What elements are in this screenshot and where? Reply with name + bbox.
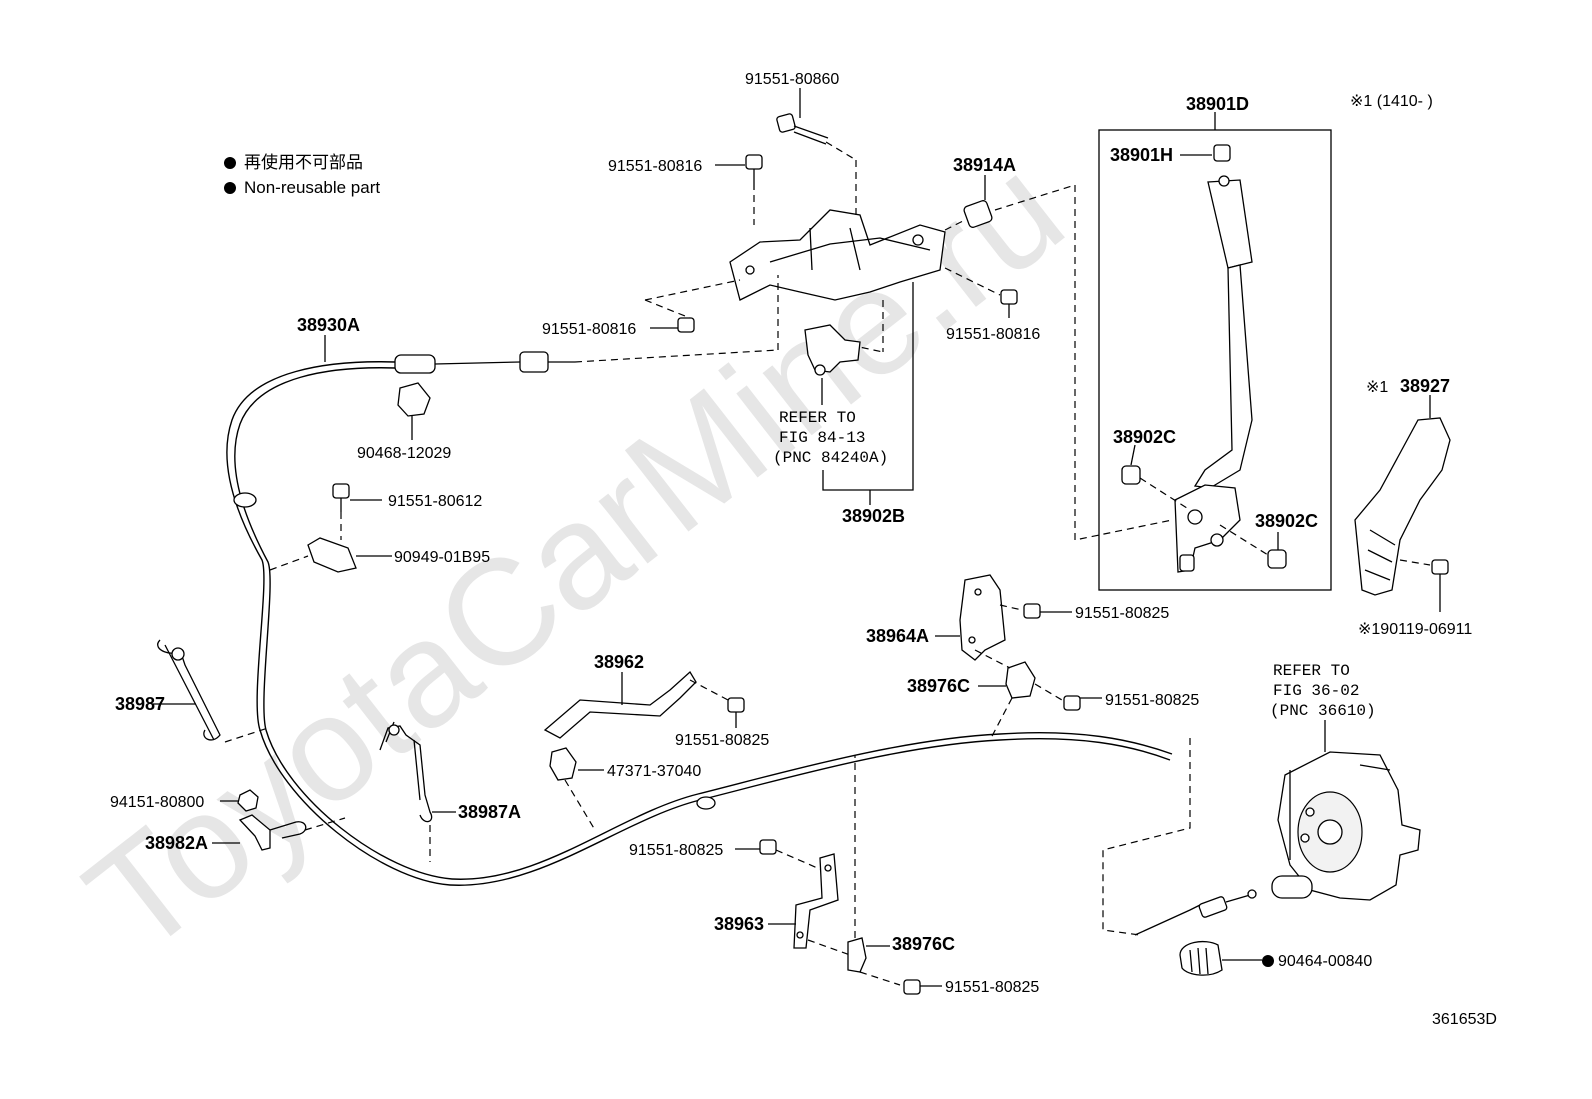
bracket-38964A: 38964A [866,574,1006,661]
bolt-91551-80825-a: 91551-80825 [999,603,1169,622]
label-91551-80825-a: 91551-80825 [1075,605,1169,622]
cable-grommet [233,492,257,508]
refer-a-line2: FIG 84-13 [779,429,865,447]
bracket-38982A: 38982A [145,814,346,853]
label-38976C-a: 38976C [907,676,970,696]
screw-190119-06911: ※190119-06911 [1358,559,1472,638]
label-38914A: 38914A [953,155,1016,175]
label-38901D: 38901D [1186,94,1249,114]
label-91551-80825-e: 91551-80825 [945,979,1039,996]
collar-38914A: 38914A [944,155,1076,231]
clip-90468-12029: 90468-12029 [357,382,451,462]
bolt-91551-80816-right: 91551-80816 [944,267,1040,343]
switch-connector [804,324,861,405]
label-91551-80825-c: 91551-80825 [675,732,769,749]
bracket-38962: 38962 [543,652,729,739]
bolt-91551-80825-d: 91551-80825 [629,839,823,871]
label-38927-mark: ※1 [1366,379,1388,396]
label-190119-06911: ※190119-06911 [1358,621,1472,638]
label-38901H: 38901H [1110,145,1173,165]
refer-b-line2: FIG 36-02 [1273,682,1359,700]
label-38927: 38927 [1400,376,1450,396]
label-90949-01B95: 90949-01B95 [394,549,490,566]
label-91551-80860: 91551-80860 [745,71,839,88]
legend-english: Non-reusable part [244,178,380,197]
label-91551-80825-b: 91551-80825 [1105,692,1199,709]
nut-94151-80800: 94151-80800 [110,789,259,812]
bracket-38963: 38963 [714,853,851,956]
label-90468-12029: 90468-12029 [357,445,451,462]
cable-clamp-boot [696,796,716,810]
refer-note-fig-36-02: REFER TO FIG 36-02 (PNC 36610) [1270,662,1376,752]
refer-a-line3: (PNC 84240A) [773,449,888,467]
label-38982A: 38982A [145,833,208,853]
non-reusable-dot-icon [1262,955,1274,967]
legend: 再使用不可部品 Non-reusable part [224,152,380,197]
lever-grip-38927: ※1 38927 [1354,376,1451,596]
bolt-91551-80612: 91551-80612 [332,483,482,540]
clip-47371-37040: 47371-37040 [549,747,701,831]
bolt-91551-80825-e: 91551-80825 [903,979,1039,996]
label-90464-00840: 90464-00840 [1278,953,1372,970]
label-91551-80816-top: 91551-80816 [608,158,702,175]
non-reusable-dot-icon [224,182,236,194]
label-38963: 38963 [714,914,764,934]
return-spring-38987: 38987 [115,639,269,743]
bolt-91551-80825-b: 91551-80825 [1034,683,1199,711]
label-38964A: 38964A [866,626,929,646]
label-38976C-b: 38976C [892,934,955,954]
cable-38930A [226,351,1173,886]
band-clamp-90464-00840: 90464-00840 [1179,941,1372,976]
refer-note-fig-84-13: REFER TO FIG 84-13 (PNC 84240A) [773,409,888,467]
refer-a-line1: REFER TO [779,409,856,427]
legend-japanese: 再使用不可部品 [244,152,363,172]
label-38902C-upper: 38902C [1113,427,1176,447]
rear-cable-end [1134,889,1257,936]
figure-code: 361653D [1432,1011,1497,1028]
return-spring-38987A: 38987A [379,721,521,862]
label-38902C-lower: 38902C [1255,511,1318,531]
label-91551-80825-d: 91551-80825 [629,842,723,859]
lever-bracket-assembly [729,209,946,301]
label-38987: 38987 [115,694,165,714]
label-94151-80800: 94151-80800 [110,794,204,811]
range-note: ※1 (1410- ) [1350,93,1433,110]
label-91551-80816-right: 91551-80816 [946,326,1040,343]
bolt-91551-80825-c: 91551-80825 [675,697,769,749]
refer-b-line1: REFER TO [1273,662,1350,680]
label-38902B: 38902B [842,506,905,526]
rear-brake-assembly [1271,751,1421,901]
clamp-90949-01B95: 90949-01B95 [269,537,490,573]
label-91551-80612: 91551-80612 [388,493,482,510]
label-38987A: 38987A [458,802,521,822]
non-reusable-dot-icon [224,157,236,169]
clamp-38976C-b: 38976C [847,755,955,986]
label-38930A: 38930A [297,315,360,335]
bolt-91551-80816-left: 91551-80816 [542,279,741,338]
bolt-91551-80816-top: 91551-80816 [608,154,763,225]
clamp-38976C-a: 38976C [907,649,1036,741]
label-47371-37040: 47371-37040 [607,763,701,780]
callout-38902B: 38902B [822,282,914,526]
label-38962: 38962 [594,652,644,672]
label-91551-80816-left: 91551-80816 [542,321,636,338]
parking-lever-assy-38901D: 38901D 38901H 38902C 38902C [1098,94,1332,591]
refer-b-line3: (PNC 36610) [1270,702,1376,720]
bolt-91551-80860: 91551-80860 [745,71,857,220]
